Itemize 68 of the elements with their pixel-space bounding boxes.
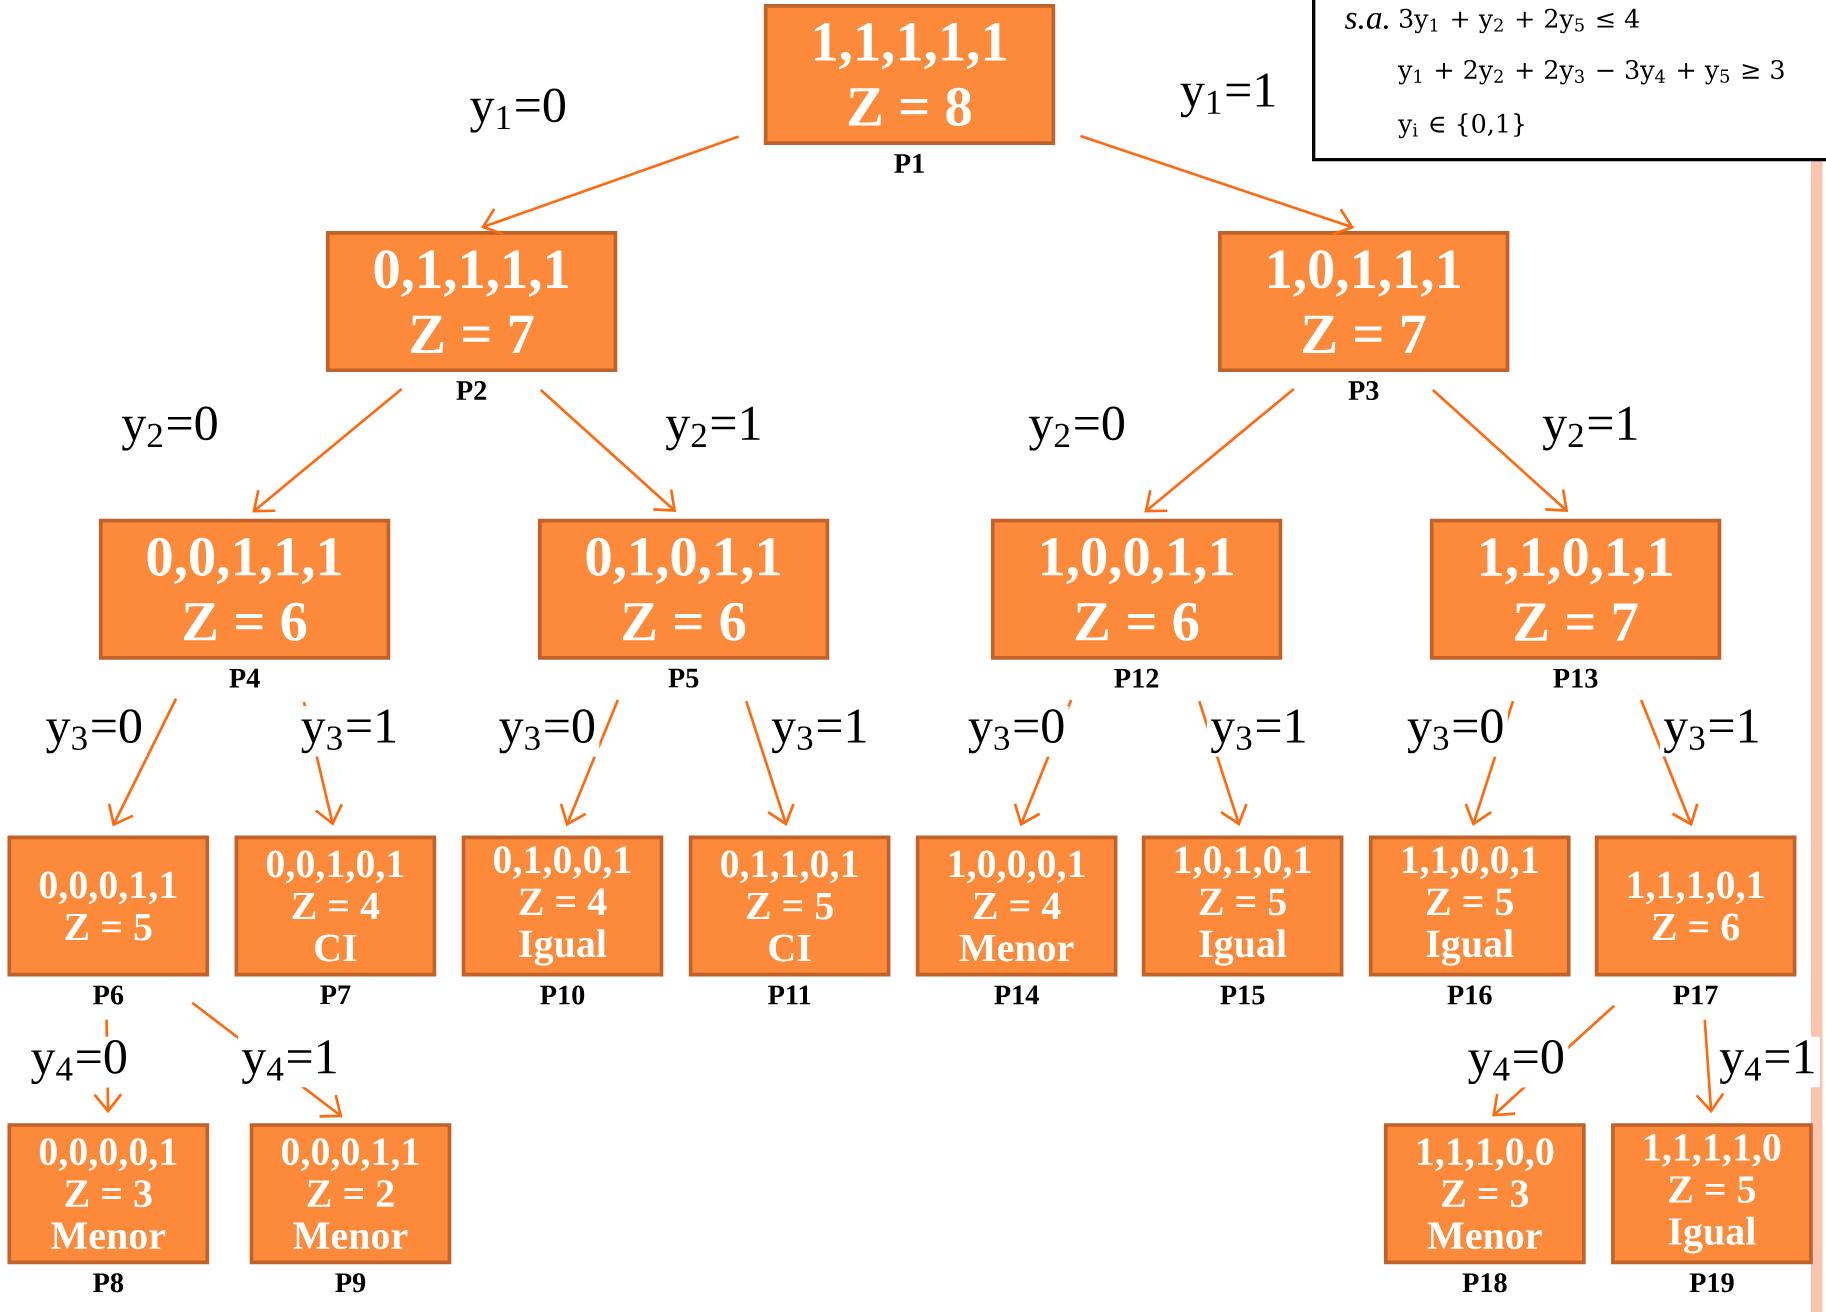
- node-caption: P2: [456, 381, 487, 400]
- state-box: 0,1,1,0,1 Z = 5 CI: [688, 835, 891, 977]
- node-caption: P9: [335, 1273, 366, 1293]
- state-box: 1,1,0,0,1 Z = 5 Igual: [1368, 835, 1571, 977]
- edge-label: y$_{4}$=1: [1715, 1036, 1820, 1088]
- node-caption: P8: [93, 1273, 124, 1293]
- state-box: 1,1,1,1,1 Z = 8: [763, 4, 1056, 145]
- state-box: 1,1,1,0,0 Z = 3 Menor: [1383, 1123, 1586, 1265]
- arrow: [559, 699, 620, 827]
- arrow: [1080, 134, 1355, 236]
- edge-label: y$_{3}$=1: [767, 706, 872, 757]
- edge-label: y$_{4}$=1: [238, 1036, 342, 1088]
- arrow: [1431, 388, 1569, 513]
- node-caption: P18: [1462, 1273, 1507, 1293]
- edge-label: y$_{1}$=0: [466, 85, 571, 136]
- state-box: 1,0,0,1,1 Z = 6: [990, 518, 1283, 660]
- edge-label: y$_{2}$=1: [1538, 403, 1643, 454]
- state-box: 0,0,0,1,1 Z = 5: [7, 835, 210, 977]
- node-caption: P16: [1447, 985, 1492, 1005]
- edge-label: y$_{3}$=0: [495, 705, 600, 757]
- state-box: 0,1,0,0,1 Z = 4 Igual: [461, 835, 664, 977]
- node-caption: P1: [894, 154, 924, 173]
- node-caption: P10: [540, 985, 585, 1005]
- node-caption: P13: [1553, 668, 1598, 688]
- node-caption: P15: [1220, 985, 1265, 1005]
- edge-label: y$_{3}$=0: [42, 705, 147, 757]
- edge-label: y$_{3}$=1: [297, 706, 402, 757]
- node-caption: P6: [93, 985, 124, 1005]
- arrow: [1695, 1019, 1725, 1114]
- edge-label: y$_{2}$=1: [661, 403, 766, 454]
- state-box: 0,1,1,1,1 Z = 7: [325, 231, 618, 373]
- edge-label: y$_{3}$=0: [964, 705, 1069, 757]
- state-box: 0,0,1,0,1 Z = 4 CI: [234, 835, 437, 977]
- node-caption: P17: [1673, 985, 1718, 1005]
- state-box: 0,0,0,1,1 Z = 2 Menor: [249, 1123, 452, 1265]
- edge-label: y$_{3}$=0: [1403, 705, 1508, 757]
- edge-label: y$_{4}$=0: [27, 1036, 132, 1088]
- state-box: 0,0,0,0,1 Z = 3 Menor: [7, 1123, 210, 1265]
- arrow: [252, 388, 403, 513]
- node-caption: P12: [1114, 668, 1159, 688]
- state-box: 1,1,1,1,0 Z = 5 Igual: [1611, 1123, 1813, 1265]
- edge-label: y$_{4}$=0: [1464, 1036, 1569, 1088]
- edge-label: y$_{2}$=0: [118, 403, 222, 454]
- node-caption: P7: [320, 985, 351, 1005]
- node-caption: P14: [994, 985, 1039, 1005]
- arrow: [1144, 388, 1295, 513]
- state-box: 1,0,0,0,1 Z = 4 Menor: [915, 835, 1118, 977]
- arrow: [1639, 699, 1699, 827]
- node-caption: P19: [1689, 1273, 1734, 1293]
- arrow: [107, 698, 178, 827]
- node-caption: P3: [1348, 381, 1379, 401]
- arrow: [745, 700, 795, 826]
- state-box: 0,1,0,1,1 Z = 6: [537, 518, 830, 660]
- node-caption: P11: [768, 985, 811, 1005]
- constraint-box: s.a. 3y$_{1}$ + y$_{2}$ + 2y$_{5}$ ≤ 4 y$_{1}$ + 2y$_{2}$ + 2y$_{3}$ − 3y$_{4}$ + y$_{5}$ ≥ 3 y$_{i}$ ∈ {0,1}: [1312, 0, 1826, 162]
- node-caption: P4: [229, 668, 260, 688]
- state-box: 1,0,1,1,1 Z = 7: [1218, 231, 1510, 373]
- state-box: 0,0,1,1,1 Z = 6: [98, 518, 391, 660]
- edge-label: y$_{2}$=0: [1025, 403, 1130, 454]
- state-box: 1,1,0,1,1 Z = 7: [1429, 518, 1722, 660]
- edge-label: y$_{3}$=1: [1659, 706, 1764, 757]
- arrow: [481, 135, 740, 236]
- edge-label: y$_{1}$=1: [1176, 70, 1281, 121]
- node-caption: P5: [668, 668, 699, 688]
- edge-label: y$_{3}$=1: [1206, 706, 1311, 757]
- state-box: 1,0,1,0,1 Z = 5 Igual: [1141, 835, 1344, 977]
- arrow: [539, 388, 677, 513]
- state-box: 1,1,1,0,1 Z = 6: [1594, 835, 1797, 977]
